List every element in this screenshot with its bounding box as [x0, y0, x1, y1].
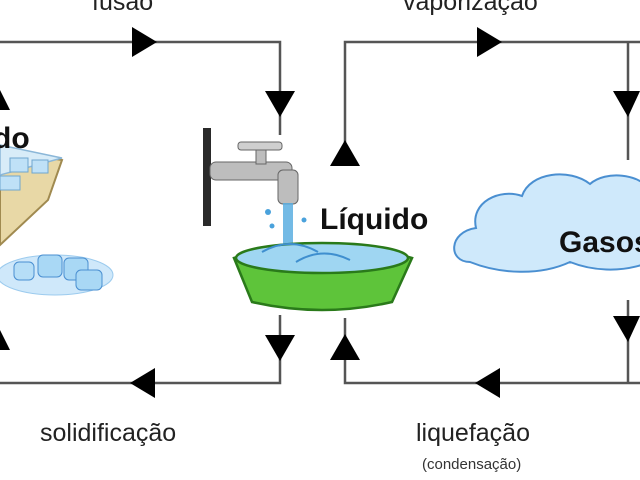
water-stream — [283, 203, 293, 255]
left-arrow-up-top — [0, 90, 10, 110]
ice-cube — [37, 254, 63, 278]
state-label-liquid: Líquido — [320, 203, 428, 236]
cloud-shape — [453, 173, 640, 273]
water-droplet — [301, 217, 307, 223]
water-droplet — [269, 223, 275, 229]
water-droplet — [265, 209, 271, 215]
right-arrow-down-bottom — [613, 316, 640, 342]
state-label-solid: Sólido — [0, 122, 30, 155]
faucet-spout — [277, 169, 299, 205]
state-label-gas: Gasoso — [559, 226, 640, 259]
left-arrow-up-bottom — [0, 330, 10, 350]
right-arrow-down-top — [613, 91, 640, 117]
vaporization-arrow-right — [477, 27, 502, 57]
vaporization-label: vaporização — [403, 0, 538, 16]
vaporization-arrow-up — [330, 140, 360, 166]
wall-mount — [203, 128, 211, 226]
cloud-illustration — [453, 173, 640, 273]
solidification-arrow-left — [130, 368, 155, 398]
liquefaction-arrow-up — [330, 334, 360, 360]
fusion-arrow-down — [265, 91, 295, 117]
liquefaction-note: (condensação) — [422, 456, 521, 473]
ice-cube — [75, 269, 103, 291]
fusion-path — [0, 40, 282, 135]
faucet-basin-illustration — [203, 128, 414, 312]
ice-cube — [31, 159, 49, 174]
basin-water — [234, 241, 410, 275]
water-splash — [261, 243, 351, 263]
vaporization-path — [343, 40, 640, 160]
liquefaction-arrow-left — [475, 368, 500, 398]
faucet-handle — [237, 141, 283, 151]
solidification-path — [0, 315, 282, 385]
ice-tray-illustration — [0, 144, 114, 296]
fusion-arrow-right — [132, 27, 157, 57]
solidification-label: solidificação — [40, 419, 176, 447]
ice-cube — [0, 175, 21, 191]
solidification-arrow-down — [265, 335, 295, 361]
fusion-label: fusão — [92, 0, 153, 16]
ice-cube — [13, 261, 35, 281]
liquefaction-label: liquefação — [416, 419, 530, 447]
arrowheads — [0, 27, 640, 398]
ice-cube — [9, 157, 29, 173]
